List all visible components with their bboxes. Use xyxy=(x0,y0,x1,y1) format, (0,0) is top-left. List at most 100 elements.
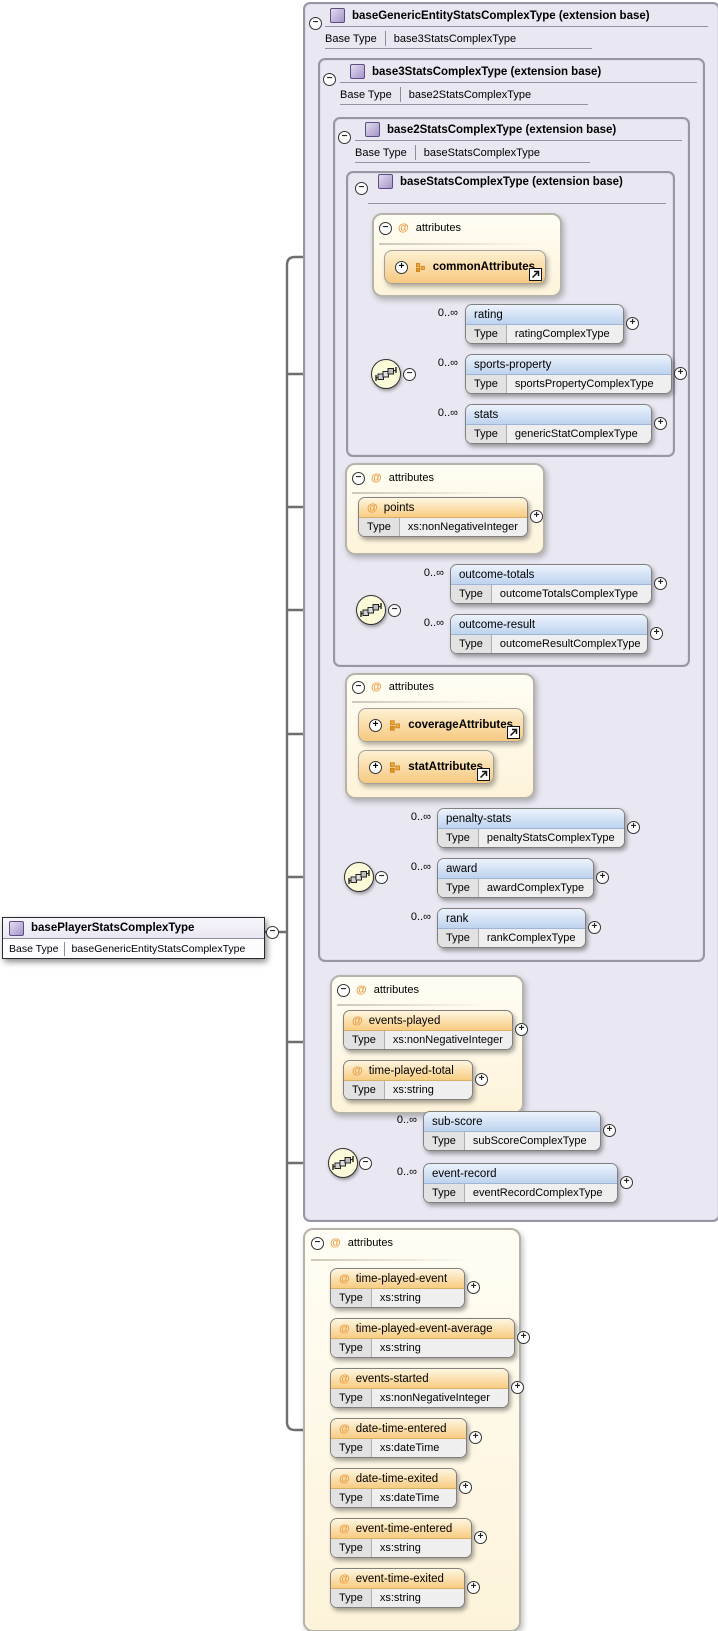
complextype-icon xyxy=(9,920,24,936)
expand-toggle[interactable]: + xyxy=(627,821,640,834)
expand-toggle[interactable]: + xyxy=(650,627,663,640)
at-icon: @ xyxy=(339,1422,350,1435)
expand-toggle[interactable]: + xyxy=(626,317,639,330)
expand-toggle[interactable]: + xyxy=(474,1531,487,1544)
expand-toggle[interactable]: + xyxy=(530,510,543,523)
collapse-toggle[interactable]: − xyxy=(338,131,351,144)
sequence-icon[interactable] xyxy=(344,862,374,892)
expand-toggle[interactable]: + xyxy=(369,718,382,732)
collapse-toggle[interactable]: − xyxy=(337,984,350,997)
base-type-value: base2StatsComplexType xyxy=(408,88,532,101)
complextype-title-main: basePlayerStatsComplexType xyxy=(3,918,264,939)
element-type: eventRecordComplexType xyxy=(472,1187,603,1199)
attribute-name: date-time-exited xyxy=(355,1472,439,1485)
element-name: outcome-result xyxy=(451,615,647,635)
element-name: sub-score xyxy=(424,1112,600,1132)
collapse-toggle[interactable]: − xyxy=(355,182,368,195)
occurs-label: 0..∞ xyxy=(423,567,444,579)
attribute-group-node-commonAttributes[interactable]: + commonAttributes xyxy=(384,250,546,284)
collapse-toggle[interactable]: − xyxy=(352,472,365,485)
element-type: rankComplexType xyxy=(486,932,576,944)
complextype-box-basePlayerStats[interactable]: basePlayerStatsComplexType Base Type bas… xyxy=(2,917,265,959)
type-label: Type xyxy=(438,829,479,847)
attributes-header: @ attributes xyxy=(398,222,461,234)
expand-toggle[interactable]: + xyxy=(620,1176,633,1189)
collapse-toggle[interactable]: − xyxy=(388,604,401,617)
at-icon: @ xyxy=(339,1372,350,1385)
attribute-type: xs:string xyxy=(392,1084,434,1096)
expand-toggle[interactable]: + xyxy=(596,871,609,884)
type-label: Type xyxy=(344,1031,385,1049)
expand-toggle[interactable]: + xyxy=(395,260,408,274)
expand-toggle[interactable]: + xyxy=(603,1124,616,1137)
collapse-toggle[interactable]: − xyxy=(323,73,336,86)
expand-toggle[interactable]: + xyxy=(654,417,667,430)
sequence-icon[interactable] xyxy=(356,595,386,625)
element-name: event-record xyxy=(424,1164,617,1184)
collapse-toggle[interactable]: − xyxy=(309,17,322,30)
jump-to-definition-icon[interactable] xyxy=(529,268,542,281)
element-name: rank xyxy=(438,909,585,929)
collapse-toggle[interactable]: − xyxy=(352,681,365,694)
sequence-icon[interactable] xyxy=(371,359,401,389)
jump-to-definition-icon[interactable] xyxy=(477,768,490,781)
type-label: Type xyxy=(424,1132,465,1150)
attribute-type: xs:string xyxy=(379,1292,421,1304)
attribute-name: event-time-entered xyxy=(355,1522,453,1535)
expand-toggle[interactable]: + xyxy=(459,1481,472,1494)
expand-toggle[interactable]: + xyxy=(475,1073,488,1086)
expand-toggle[interactable]: + xyxy=(517,1331,530,1344)
collapse-toggle[interactable]: − xyxy=(359,1157,372,1170)
expand-toggle[interactable]: + xyxy=(654,577,667,590)
collapse-toggle[interactable]: − xyxy=(403,368,416,381)
base-type-row-main: Base Type baseGenericEntityStatsComplexT… xyxy=(9,941,246,956)
expand-toggle[interactable]: + xyxy=(511,1381,524,1394)
collapse-toggle[interactable]: − xyxy=(311,1237,324,1250)
collapse-toggle[interactable]: − xyxy=(375,871,388,884)
expand-toggle[interactable]: + xyxy=(674,367,687,380)
type-label: Type xyxy=(344,1081,385,1099)
collapse-toggle[interactable]: − xyxy=(266,926,279,939)
expand-toggle[interactable]: + xyxy=(515,1023,528,1036)
expand-toggle[interactable]: + xyxy=(467,1581,480,1594)
collapse-toggle[interactable]: − xyxy=(379,222,392,235)
element-type: outcomeTotalsComplexType xyxy=(499,588,639,600)
base-type-value: baseGenericEntityStatsComplexType xyxy=(71,942,246,955)
attribute-group-node-statAttributes[interactable]: + statAttributes xyxy=(358,750,494,784)
jump-to-definition-icon[interactable] xyxy=(507,726,520,739)
expand-toggle[interactable]: + xyxy=(588,921,601,934)
expand-toggle[interactable]: + xyxy=(369,760,382,774)
element-type: sportsPropertyComplexType xyxy=(514,378,654,390)
at-icon: @ xyxy=(371,681,382,693)
expand-toggle[interactable]: + xyxy=(467,1281,480,1294)
attribute-group-node-coverageAttributes[interactable]: + coverageAttributes xyxy=(358,708,524,742)
sequence-icon[interactable] xyxy=(328,1148,358,1178)
at-icon: @ xyxy=(352,1064,363,1077)
at-icon: @ xyxy=(330,1237,341,1249)
attribute-type: xs:string xyxy=(379,1592,421,1604)
occurs-label: 0..∞ xyxy=(437,357,458,369)
expand-toggle[interactable]: + xyxy=(469,1431,482,1444)
attribute-group-icon xyxy=(390,761,401,773)
occurs-label: 0..∞ xyxy=(396,1166,417,1178)
